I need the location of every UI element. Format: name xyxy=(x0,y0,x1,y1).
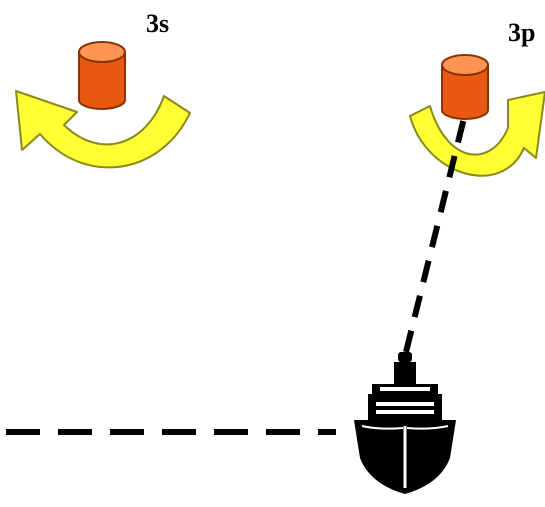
bearing-line-to-right-buoy xyxy=(403,117,467,353)
ship-icon xyxy=(354,352,456,494)
buoy-label-3s: 3s xyxy=(146,9,170,38)
right-arrow-shape xyxy=(409,91,545,177)
buoy-label-3p: 3p xyxy=(508,18,536,47)
left-arrow-shape xyxy=(15,90,191,169)
right-turn-arrow-icon xyxy=(409,91,545,177)
right-buoy-icon xyxy=(441,54,489,120)
left-buoy-icon xyxy=(78,41,126,110)
left-turn-arrow-icon xyxy=(15,90,191,169)
